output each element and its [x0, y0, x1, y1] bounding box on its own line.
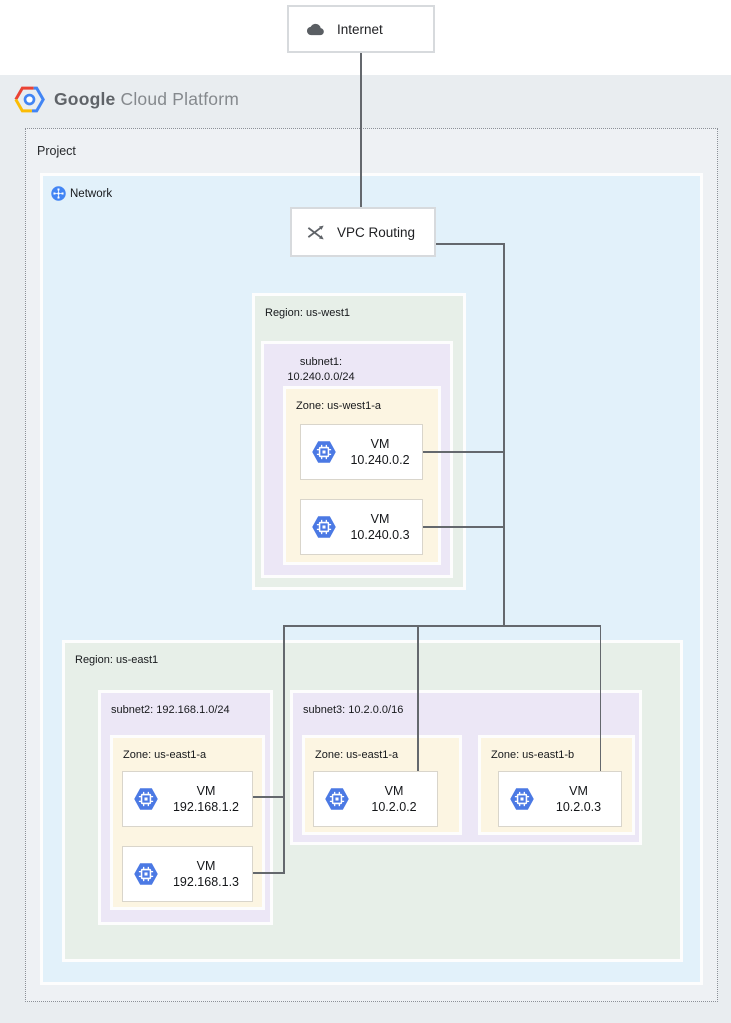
edge-vm-192-168-1-3 — [253, 872, 284, 874]
vm-label: VM 192.168.1.3 — [172, 858, 240, 889]
region-us-west1-label: Region: us-west1 — [265, 307, 350, 319]
network-header: Network — [50, 185, 112, 202]
edge-vm-192-168-1-2 — [253, 796, 283, 798]
subnet3-label: subnet3: 10.2.0.0/16 — [303, 704, 404, 716]
zone-us-east1-b-label: Zone: us-east1-b — [491, 749, 575, 761]
network-label: Network — [70, 187, 113, 200]
zone-us-east1-a-subnet3-label: Zone: us-east1-a — [315, 749, 399, 761]
subnet2-label: subnet2: 192.168.1.0/24 — [111, 704, 230, 716]
vpc-routing-label: VPC Routing — [337, 224, 416, 240]
compute-engine-icon — [323, 785, 351, 813]
edge-vm-10-2-0-3-drop — [599, 625, 601, 771]
edge-vpc-out — [436, 243, 503, 245]
vm-node-10-240-0-3: VM 10.240.0.3 — [300, 499, 423, 555]
vm-label: VM 10.2.0.3 — [555, 783, 602, 814]
vm-node-10-2-0-2: VM 10.2.0.2 — [313, 771, 438, 827]
vm-label: VM 192.168.1.2 — [172, 783, 240, 814]
vpc-routing-node: VPC Routing — [290, 207, 436, 257]
edge-internet-to-vpc — [360, 53, 362, 207]
compute-engine-icon — [132, 860, 160, 888]
gcp-hexagon-logo — [14, 86, 45, 113]
compute-engine-icon — [508, 785, 536, 813]
edge-east-junction — [283, 625, 601, 627]
edge-vpc-trunk — [503, 243, 505, 626]
internet-label: Internet — [337, 21, 383, 37]
cloud-icon — [306, 23, 324, 35]
vm-label: VM 10.2.0.2 — [371, 783, 417, 814]
vm-label: VM 10.240.0.2 — [350, 436, 410, 467]
zone-us-east1-a-subnet2-label: Zone: us-east1-a — [123, 749, 207, 761]
edge-subnet2-drop — [283, 625, 285, 874]
project-label: Project — [37, 144, 76, 158]
vm-node-10-2-0-3: VM 10.2.0.3 — [498, 771, 622, 827]
vm-node-10-240-0-2: VM 10.240.0.2 — [300, 424, 423, 480]
internet-node: Internet — [287, 5, 435, 53]
zone-us-west1-a-label: Zone: us-west1-a — [296, 400, 381, 412]
shuffle-arrows-icon — [307, 224, 325, 240]
edge-vm-10-2-0-2-drop — [417, 625, 419, 771]
subnet1-label: subnet1: 10.240.0.0/24 — [287, 356, 355, 383]
compute-engine-icon — [310, 513, 338, 541]
edge-vm-10-240-0-3 — [423, 526, 503, 528]
compute-engine-icon — [132, 785, 160, 813]
region-us-east1-label: Region: us-east1 — [75, 654, 159, 666]
vm-node-192-168-1-2: VM 192.168.1.2 — [122, 771, 253, 827]
edge-vm-10-240-0-2 — [423, 451, 503, 453]
vm-label: VM 10.240.0.3 — [350, 511, 410, 542]
compute-engine-icon — [310, 438, 338, 466]
vpc-network-icon — [50, 185, 67, 202]
vm-node-192-168-1-3: VM 192.168.1.3 — [122, 846, 253, 902]
